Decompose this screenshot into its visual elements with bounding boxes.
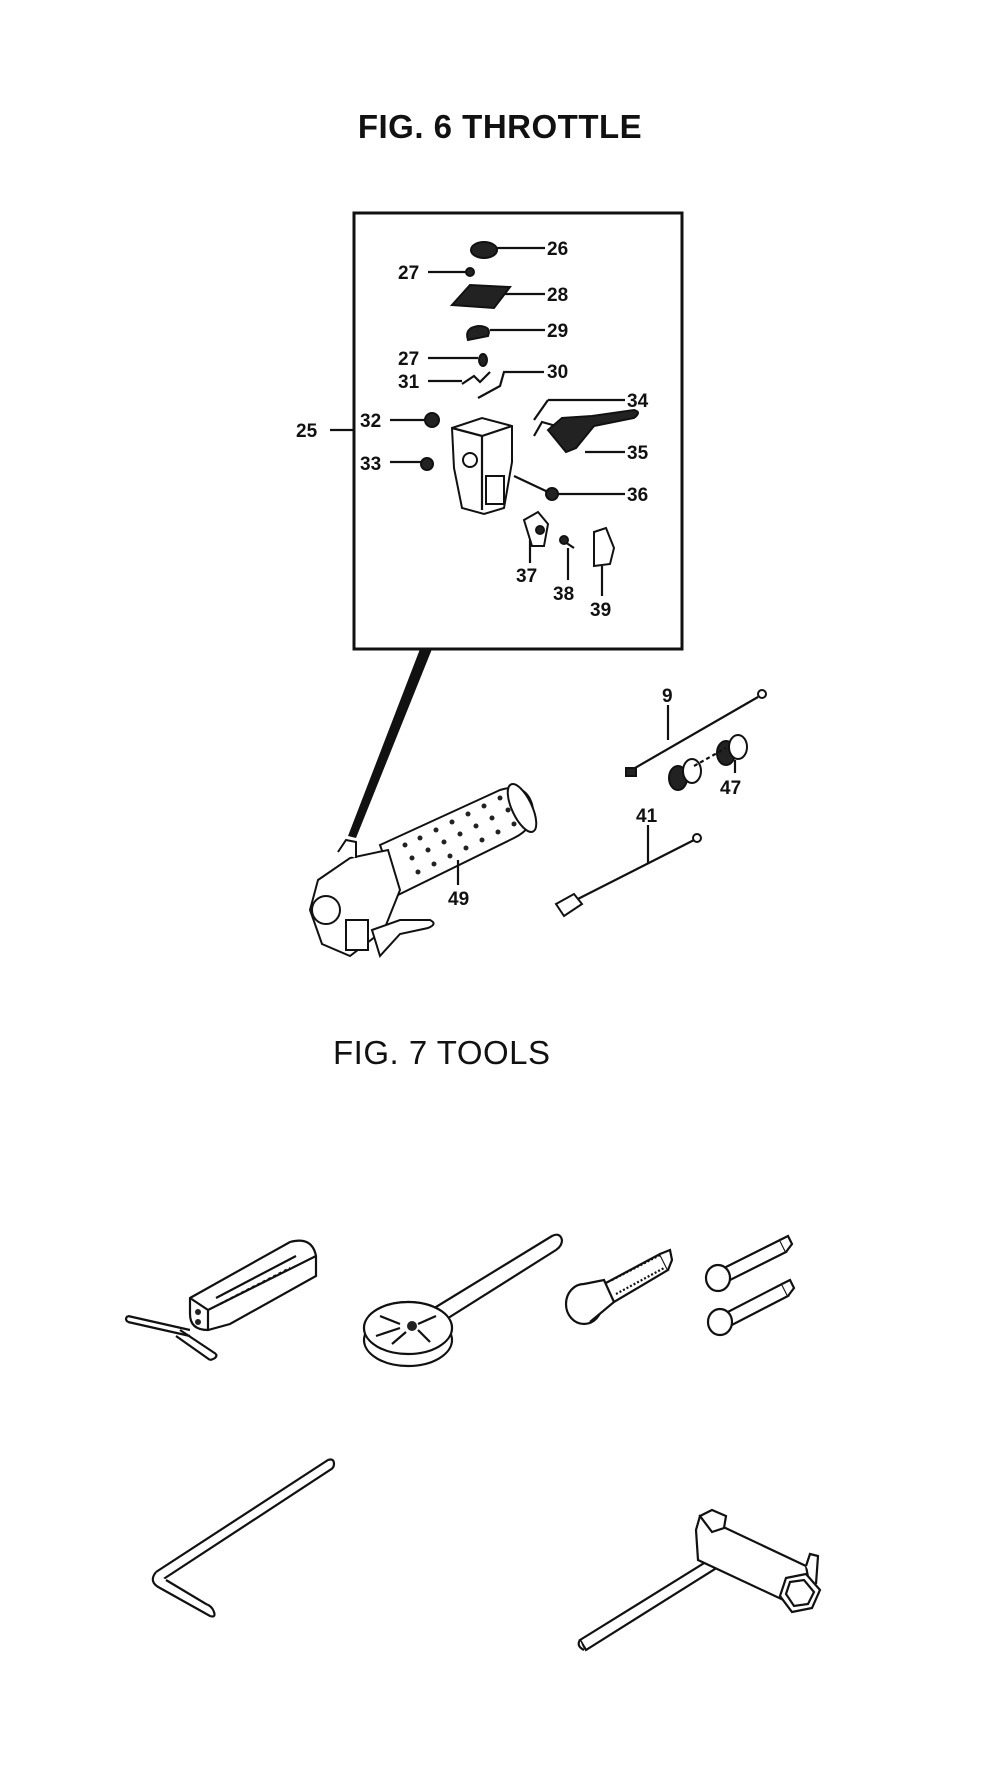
part-47-spring bbox=[668, 734, 748, 791]
callout-33: 33 bbox=[360, 454, 381, 475]
part-27-pin-lower bbox=[428, 353, 488, 367]
part-30-lever bbox=[477, 370, 544, 399]
callout-27-top: 27 bbox=[398, 263, 419, 284]
part-37-bracket bbox=[522, 510, 550, 563]
part-32-ball bbox=[390, 412, 440, 428]
part-26-cap bbox=[470, 241, 545, 259]
part-9-cable bbox=[625, 689, 767, 777]
magnifier-pointer bbox=[348, 649, 432, 838]
callout-37: 37 bbox=[516, 566, 537, 587]
throttle-housing bbox=[450, 416, 513, 516]
callout-32: 32 bbox=[360, 411, 381, 432]
part-41-cable bbox=[554, 825, 702, 918]
part-28-plate bbox=[449, 283, 545, 310]
bolt-pair-tool bbox=[704, 1234, 796, 1337]
callout-27-lower: 27 bbox=[398, 349, 419, 370]
callout-39: 39 bbox=[590, 600, 611, 621]
box-spanner-tool bbox=[577, 1508, 822, 1652]
callout-38: 38 bbox=[553, 584, 574, 605]
callout-34: 34 bbox=[627, 391, 649, 412]
callout-41: 41 bbox=[636, 806, 658, 827]
callout-35: 35 bbox=[627, 443, 649, 464]
callout-49: 49 bbox=[448, 889, 469, 910]
fig6-title: FIG. 6 THROTTLE bbox=[357, 108, 643, 145]
part-31-spring bbox=[428, 371, 491, 385]
part-38-screw bbox=[559, 535, 575, 580]
callout-26: 26 bbox=[547, 239, 568, 260]
callout-31: 31 bbox=[398, 372, 420, 393]
callout-25: 25 bbox=[296, 421, 318, 442]
part-33-nut bbox=[390, 457, 434, 471]
callout-36: 36 bbox=[627, 485, 648, 506]
part-36-bolt bbox=[513, 475, 625, 501]
throttle-grip-assembly bbox=[308, 783, 538, 958]
callout-30: 30 bbox=[547, 362, 568, 383]
part-35-trigger bbox=[546, 408, 639, 454]
t-handle-wrench-tool bbox=[124, 1239, 318, 1362]
callout-9: 9 bbox=[662, 686, 673, 707]
part-27-pin bbox=[428, 267, 475, 277]
hex-key-tool bbox=[151, 1458, 336, 1618]
callout-47: 47 bbox=[720, 778, 741, 799]
fig7-title: FIG. 7 TOOLS bbox=[333, 1034, 551, 1071]
part-29-clip bbox=[466, 324, 545, 342]
callout-28: 28 bbox=[547, 285, 568, 306]
callout-29: 29 bbox=[547, 321, 568, 342]
part-39-cover bbox=[593, 526, 616, 596]
flywheel-holder-tool bbox=[362, 1233, 564, 1368]
screwdriver-socket-tool bbox=[564, 1248, 674, 1326]
